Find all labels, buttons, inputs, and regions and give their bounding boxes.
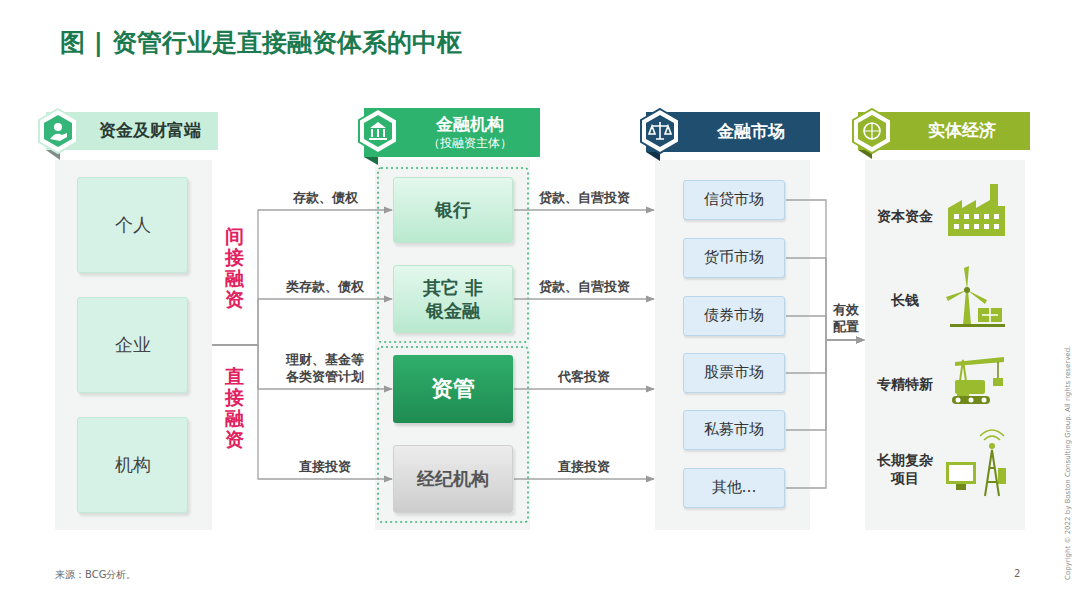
factory-icon xyxy=(948,184,1005,236)
column-heading: 金融机构 xyxy=(436,114,504,135)
flow-arrow xyxy=(786,200,864,340)
economy-item: 资本资金 xyxy=(872,208,938,226)
institution-box: 其它 非银金融 xyxy=(393,265,513,333)
market-box: 股票市场 xyxy=(683,353,785,393)
diagram-title: 图 | 资管行业是直接融资体系的中枢 xyxy=(60,26,462,59)
column-panel: 实体经济资本资金长钱专精特新长期复杂 项目 xyxy=(865,160,1025,530)
flow-arrow xyxy=(786,340,864,488)
flow-arrow xyxy=(514,209,654,210)
economy-item: 长钱 xyxy=(872,292,938,310)
box-label: 企业 xyxy=(115,333,151,356)
flow-arrow xyxy=(514,478,654,479)
edge-label: 存款、债权 xyxy=(291,190,360,207)
vertical-label: 间接融资 xyxy=(225,226,244,310)
edge-label: 直接投资 xyxy=(297,459,353,476)
column-heading: 资金及财富端 xyxy=(99,120,201,141)
flow-arrow xyxy=(212,210,392,345)
box-label: 货币市场 xyxy=(704,248,764,268)
page-number: 2 xyxy=(1014,568,1020,579)
edge-label: 代客投资 xyxy=(556,369,612,386)
flow-arrow xyxy=(786,340,864,430)
broker-box: 经纪机构 xyxy=(393,445,513,513)
edge-label: 直接投资 xyxy=(556,459,612,476)
flow-arrow xyxy=(786,258,864,340)
dotted-group xyxy=(378,347,528,522)
source-box: 机构 xyxy=(77,417,188,513)
box-label: 经纪机构 xyxy=(417,467,489,490)
copyright-note: Copyright © 2022 by Boston Consulting Gr… xyxy=(1064,346,1072,580)
box-label: 股票市场 xyxy=(704,363,764,383)
edge-label: 类存款、债权 xyxy=(284,279,366,296)
edge-label: 理财、基金等 各类资管计划 xyxy=(281,352,369,386)
flow-arrow xyxy=(786,340,864,373)
column-panel xyxy=(865,160,1025,530)
box-label: 债券市场 xyxy=(704,306,764,326)
hexagon-icon xyxy=(641,109,679,153)
box-label: 个人 xyxy=(115,213,151,236)
flow-arrow xyxy=(514,298,654,299)
source-box: 个人 xyxy=(77,177,188,273)
column-panel xyxy=(655,160,810,530)
flow-arrow xyxy=(212,345,392,479)
column-panel: 资金及财富端个人企业机构 xyxy=(55,160,212,530)
tower-monitor-icon xyxy=(946,430,1006,496)
source-note: 来源：BCG分析。 xyxy=(55,568,136,582)
box-label: 其它 非银金融 xyxy=(414,276,491,323)
hexagon-icon xyxy=(853,109,891,153)
column-heading: 实体经济 xyxy=(928,120,996,141)
edge-label: 贷款、自营投资 xyxy=(537,190,632,207)
column-subheading: （投融资主体） xyxy=(428,136,512,151)
market-box: 货币市场 xyxy=(683,238,785,278)
market-box: 其他… xyxy=(683,468,785,508)
column-panel xyxy=(55,160,212,530)
box-label: 银行 xyxy=(414,198,491,221)
banner-fold xyxy=(364,157,378,165)
crane-icon xyxy=(952,357,1004,404)
edge-label: 贷款、自营投资 xyxy=(537,279,632,296)
market-box: 私募市场 xyxy=(683,410,785,450)
market-box: 信贷市场 xyxy=(683,180,785,220)
institution-box: 银行 xyxy=(393,177,513,243)
edge-label: 有效 配置 xyxy=(829,302,863,336)
box-label: 机构 xyxy=(115,453,151,476)
header-text-group: 金融市场 xyxy=(682,112,820,152)
flow-arrow xyxy=(514,388,654,389)
column-heading: 金融市场 xyxy=(717,121,785,142)
header-text-group: 实体经济 xyxy=(894,112,1030,150)
column-panel: 金融市场信贷市场货币市场债券市场股票市场私募市场其他… xyxy=(655,160,810,530)
source-box: 企业 xyxy=(77,297,188,393)
wind-turbine-icon xyxy=(946,266,1005,327)
column-panel xyxy=(375,160,530,530)
header-text-group: 资金及财富端 xyxy=(82,112,218,150)
asset-management-box: 资管 xyxy=(393,355,513,423)
economy-item: 专精特新 xyxy=(872,376,938,394)
economy-item: 长期复杂 项目 xyxy=(872,452,938,487)
hexagon-icon xyxy=(359,109,397,153)
vertical-label: 直接融资 xyxy=(225,366,244,450)
header-text-group: 金融机构（投融资主体） xyxy=(400,108,540,157)
box-label: 私募市场 xyxy=(704,420,764,440)
column-panel: 金融机构（投融资主体）银行其它 非银金融资管经纪机构 xyxy=(375,160,530,530)
hexagon-icon xyxy=(39,109,77,153)
dotted-group xyxy=(378,168,528,342)
box-label: 信贷市场 xyxy=(704,190,764,210)
box-label: 其他… xyxy=(712,478,757,498)
box-label: 资管 xyxy=(431,375,475,404)
banner-fold xyxy=(646,152,660,161)
market-box: 债券市场 xyxy=(683,296,785,336)
